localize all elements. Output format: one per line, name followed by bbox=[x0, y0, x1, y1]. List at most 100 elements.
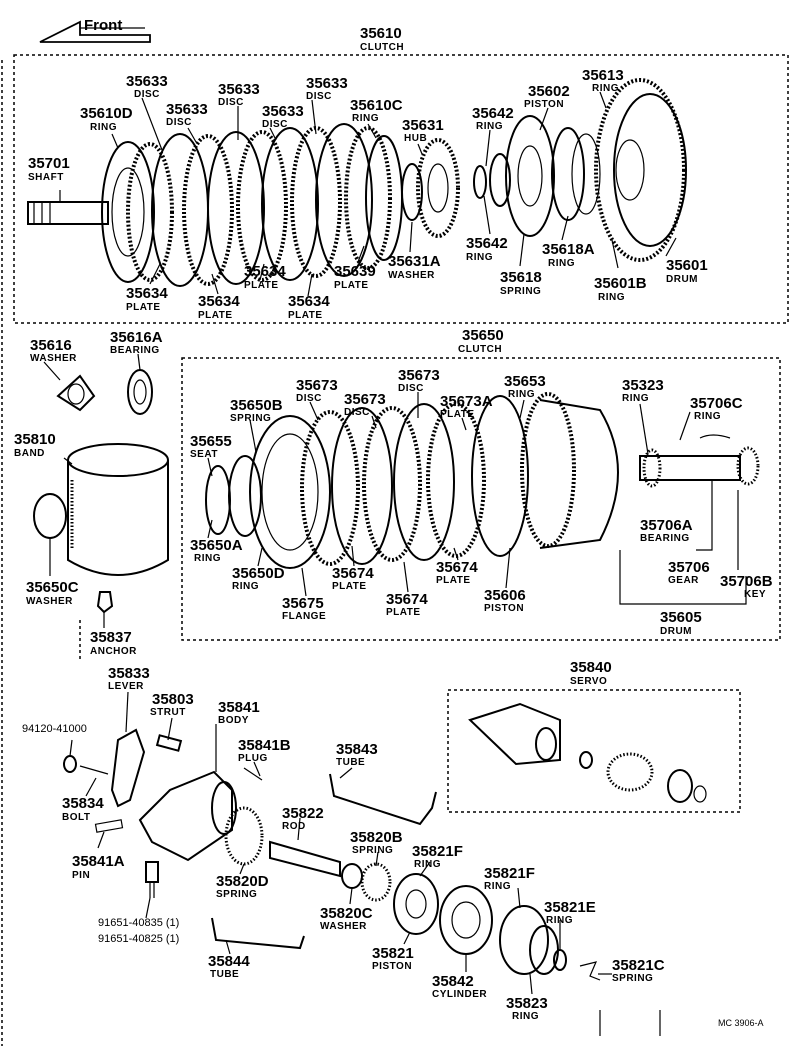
svg-text:PIN: PIN bbox=[72, 870, 90, 881]
svg-text:35610C: 35610C bbox=[350, 97, 403, 114]
svg-text:PISTON: PISTON bbox=[524, 99, 564, 110]
svg-text:35613: 35613 bbox=[582, 67, 624, 84]
svg-text:PLATE: PLATE bbox=[386, 607, 421, 618]
svg-text:35618A: 35618A bbox=[542, 241, 595, 258]
svg-text:WASHER: WASHER bbox=[320, 921, 367, 932]
svg-text:SPRING: SPRING bbox=[500, 286, 541, 297]
ref-91651-40835: 91651-40835 (1) bbox=[98, 917, 179, 929]
svg-text:35706B: 35706B bbox=[720, 573, 773, 590]
svg-text:SPRING: SPRING bbox=[352, 845, 393, 856]
svg-text:GEAR: GEAR bbox=[668, 575, 699, 586]
group-number-35610: 35610 bbox=[360, 25, 402, 42]
svg-text:RING: RING bbox=[548, 258, 575, 269]
svg-text:35820B: 35820B bbox=[350, 829, 403, 846]
svg-text:RING: RING bbox=[592, 83, 619, 94]
svg-text:35821E: 35821E bbox=[544, 899, 596, 916]
svg-text:35841: 35841 bbox=[218, 699, 260, 716]
svg-text:35601: 35601 bbox=[666, 257, 708, 274]
svg-text:35601B: 35601B bbox=[594, 275, 647, 292]
svg-text:35633: 35633 bbox=[166, 101, 208, 118]
svg-text:DISC: DISC bbox=[166, 117, 192, 128]
servo-35840-box bbox=[447, 689, 741, 813]
ref-94120-41000: 94120-41000 bbox=[22, 723, 87, 735]
svg-text:PLATE: PLATE bbox=[244, 280, 279, 291]
group-name-35840: SERVO bbox=[570, 676, 607, 687]
svg-text:35821: 35821 bbox=[372, 945, 414, 962]
svg-text:35642: 35642 bbox=[472, 105, 514, 122]
svg-text:35642: 35642 bbox=[466, 235, 508, 252]
svg-text:35706: 35706 bbox=[668, 559, 710, 576]
svg-text:DISC: DISC bbox=[398, 383, 424, 394]
svg-text:35634: 35634 bbox=[244, 263, 286, 280]
svg-text:PLATE: PLATE bbox=[198, 310, 233, 321]
svg-text:35706C: 35706C bbox=[690, 395, 743, 412]
svg-text:35842: 35842 bbox=[432, 973, 474, 990]
svg-text:RING: RING bbox=[598, 292, 625, 303]
svg-text:PLATE: PLATE bbox=[332, 581, 367, 592]
svg-text:35803: 35803 bbox=[152, 691, 194, 708]
svg-text:35633: 35633 bbox=[126, 73, 168, 90]
svg-text:35675: 35675 bbox=[282, 595, 324, 612]
clutch-35610-box bbox=[13, 54, 789, 324]
svg-text:35653: 35653 bbox=[504, 373, 546, 390]
group-name-35650: CLUTCH bbox=[458, 344, 502, 355]
svg-text:LEVER: LEVER bbox=[108, 681, 144, 692]
svg-text:35650B: 35650B bbox=[230, 397, 283, 414]
svg-text:PLATE: PLATE bbox=[436, 575, 471, 586]
svg-text:35634: 35634 bbox=[288, 293, 330, 310]
svg-text:35822: 35822 bbox=[282, 805, 324, 822]
svg-text:KEY: KEY bbox=[744, 589, 766, 600]
svg-text:35820C: 35820C bbox=[320, 905, 373, 922]
svg-text:35650C: 35650C bbox=[26, 579, 79, 596]
svg-text:35610D: 35610D bbox=[80, 105, 133, 122]
svg-text:BODY: BODY bbox=[218, 715, 249, 726]
svg-text:RING: RING bbox=[484, 881, 511, 892]
leader-lines bbox=[43, 91, 747, 995]
diagram-code: MC 3906-A bbox=[718, 1018, 764, 1028]
svg-text:35633: 35633 bbox=[218, 81, 260, 98]
svg-text:35618: 35618 bbox=[500, 269, 542, 286]
group-number-35650: 35650 bbox=[462, 327, 504, 344]
svg-text:ROD: ROD bbox=[282, 821, 306, 832]
svg-text:35821F: 35821F bbox=[412, 843, 463, 860]
svg-text:RING: RING bbox=[352, 113, 379, 124]
svg-text:35673: 35673 bbox=[296, 377, 338, 394]
svg-text:35639: 35639 bbox=[334, 263, 376, 280]
svg-text:BEARING: BEARING bbox=[110, 345, 160, 356]
